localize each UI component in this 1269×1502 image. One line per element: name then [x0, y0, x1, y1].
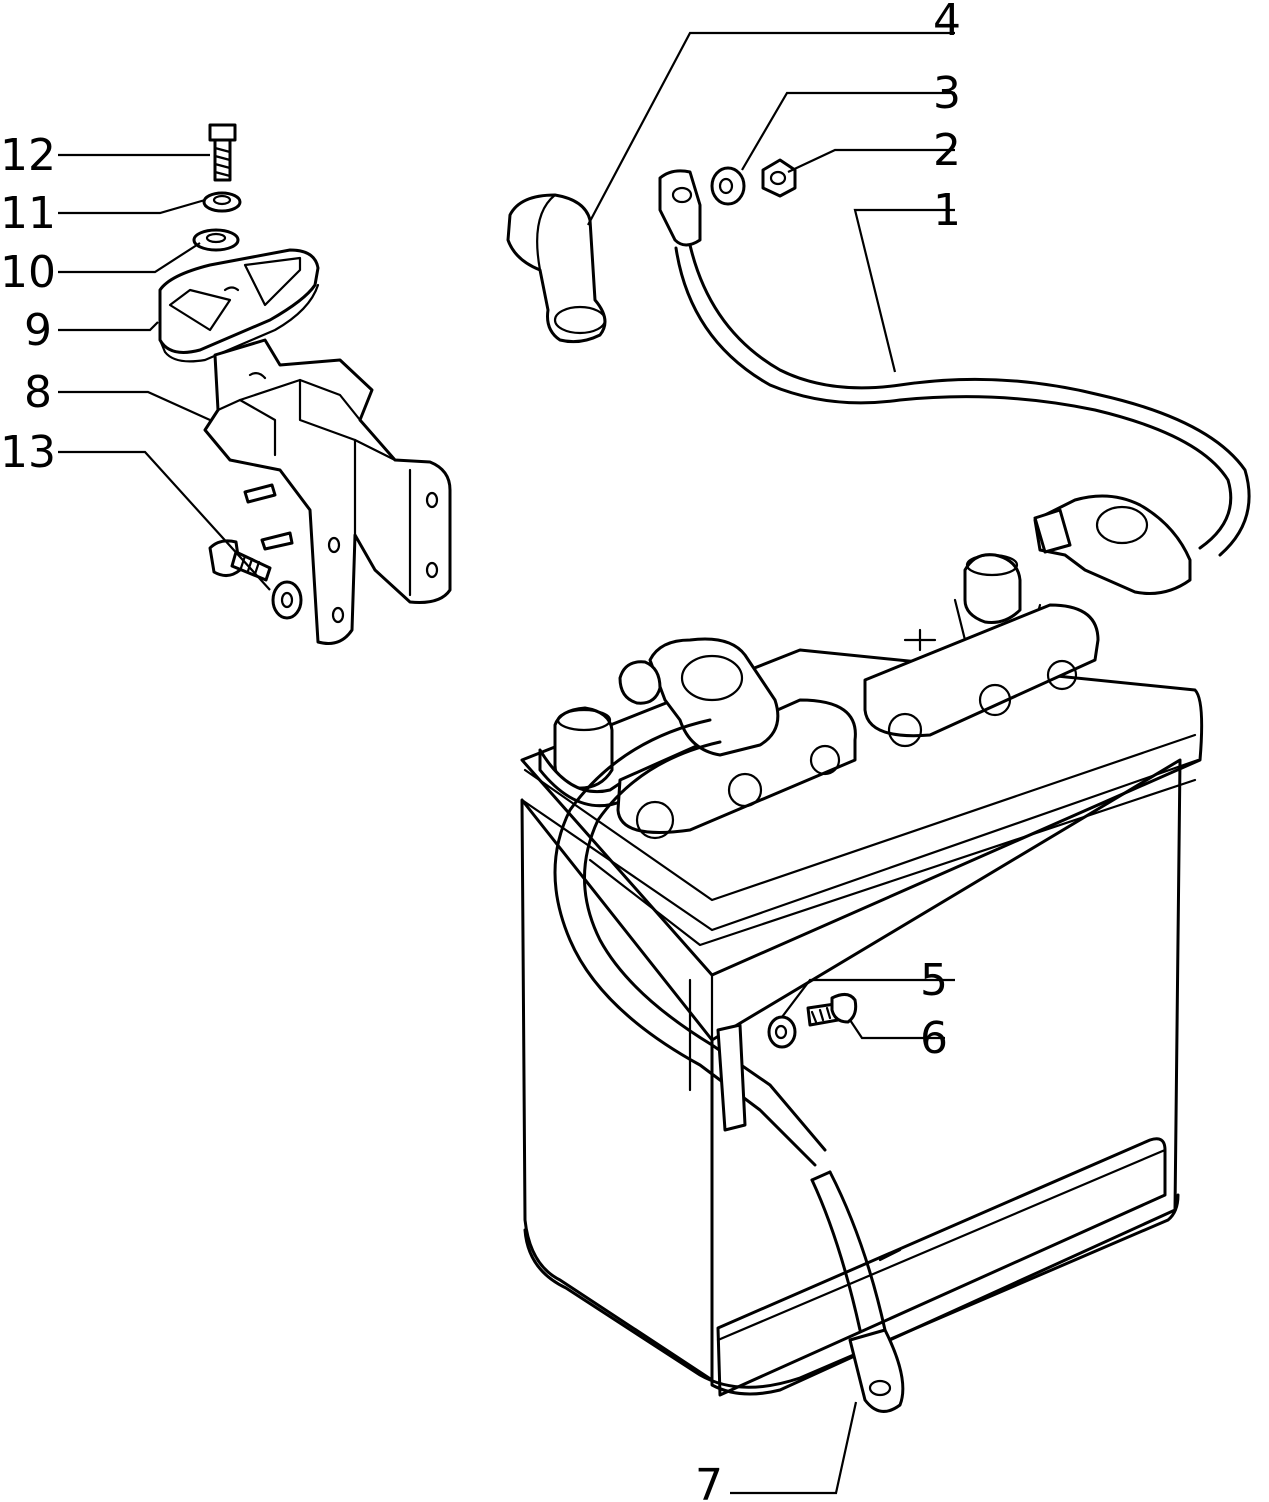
callout-3: 3 [933, 68, 961, 119]
leader-5 [781, 978, 955, 1018]
washer-5 [767, 1015, 797, 1049]
battery-base-band [716, 1137, 1167, 1397]
callout-labels: 1 2 3 4 5 6 7 8 9 10 11 12 13 [0, 0, 961, 1502]
vent-cap-right [863, 603, 1100, 738]
nut-2 [761, 158, 797, 198]
bolt-12 [208, 123, 237, 182]
negative-clamp [618, 637, 780, 757]
washer-3 [710, 166, 746, 206]
callout-4: 4 [933, 0, 961, 46]
terminal-cover-boot [506, 193, 607, 344]
bracket-8 [203, 338, 452, 645]
cable-ring-lug [848, 1328, 905, 1413]
studs [243, 483, 294, 551]
screw-6 [806, 993, 858, 1027]
callout-12: 12 [0, 130, 56, 181]
cable-clamp-positive [1033, 494, 1192, 595]
battery-lid [520, 648, 1204, 977]
cable-upper-lug [658, 169, 702, 247]
ground-cable [553, 718, 905, 1413]
callout-10: 10 [0, 247, 56, 298]
leader-3 [741, 91, 955, 171]
callout-9: 9 [24, 305, 52, 356]
callout-13: 13 [0, 427, 56, 478]
leader-2 [787, 148, 955, 173]
leader-6 [849, 1019, 945, 1040]
battery [520, 553, 1204, 1397]
callout-5: 5 [920, 955, 948, 1006]
positive-cable [658, 169, 1251, 595]
leader-9 [58, 321, 159, 332]
vent-cap-left [616, 698, 857, 834]
leader-10 [58, 242, 201, 274]
cable-clip [716, 1023, 747, 1132]
callout-2: 2 [933, 125, 961, 176]
spring-washer-11 [202, 191, 242, 213]
leader-7 [730, 1401, 858, 1495]
callout-11: 11 [0, 188, 56, 239]
callout-8: 8 [24, 367, 52, 418]
battery-left-post [553, 706, 614, 790]
leader-lines [58, 31, 955, 1495]
battery-side-face [710, 758, 1182, 1396]
battery-front-face [520, 798, 714, 1382]
callout-1: 1 [933, 185, 961, 236]
leader-4 [587, 31, 955, 226]
washer-10 [192, 228, 240, 252]
leader-1 [853, 208, 955, 373]
bolt-13 [208, 539, 303, 620]
leader-11 [58, 198, 206, 215]
leader-13 [58, 450, 271, 591]
clamp-bar-9 [158, 248, 320, 363]
callout-7: 7 [695, 1460, 723, 1502]
battery-right-post [963, 553, 1022, 624]
callout-6: 6 [920, 1013, 948, 1064]
leader-8 [58, 390, 211, 422]
